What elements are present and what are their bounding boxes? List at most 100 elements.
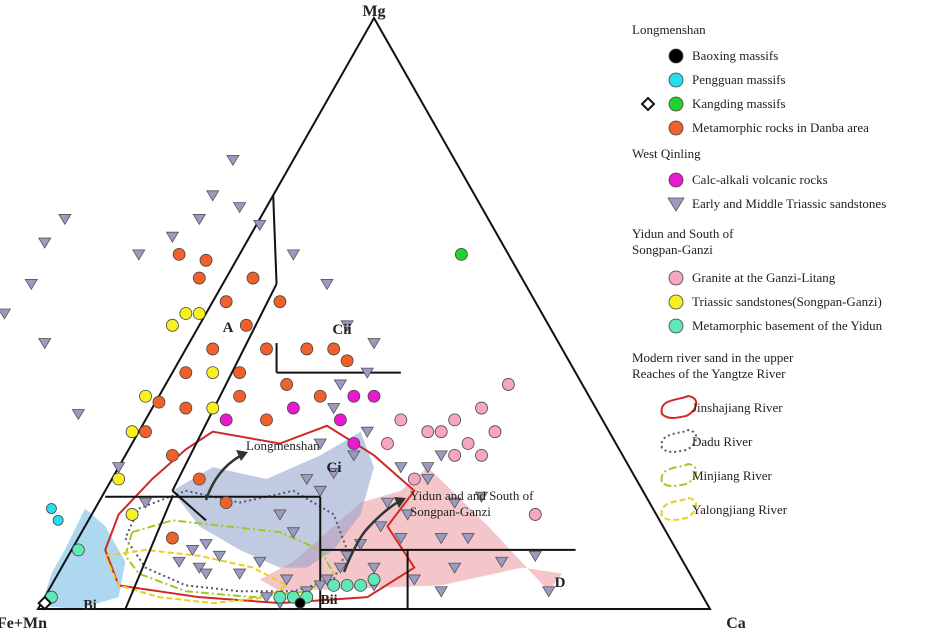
triangle-point — [313, 438, 327, 450]
orange-circle-point — [179, 366, 193, 380]
orange-circle-point — [192, 271, 206, 285]
boundary-line — [171, 283, 278, 492]
teal-circle-point — [273, 590, 287, 604]
boundary-line — [272, 195, 278, 284]
field-pengguan — [41, 508, 126, 609]
region-label-d: D — [555, 575, 566, 591]
orange-circle-point — [192, 472, 206, 486]
triangle-point — [192, 562, 206, 574]
vertex-label-top: Mg — [362, 3, 385, 20]
triangle-point — [58, 214, 72, 226]
triangle-point — [421, 474, 435, 486]
triangle-point — [259, 592, 274, 604]
legend-item-label: Early and Middle Triassic sandstones — [692, 196, 886, 211]
legend-item-label: Baoxing massifs — [692, 48, 778, 63]
orange-circle-point — [300, 342, 314, 356]
triangle-point — [232, 568, 247, 580]
legend-circle-marker — [668, 294, 684, 310]
triangle-point — [394, 462, 408, 474]
triangle-point — [326, 468, 341, 480]
legend-item-label: Metamorphic basement of the Yidun — [692, 318, 883, 333]
triangle-point — [407, 574, 422, 586]
triangle-point — [253, 219, 267, 232]
magenta-circle-point — [286, 401, 300, 415]
orange-circle-point — [260, 342, 273, 356]
triangle-point — [71, 409, 86, 421]
triangle-point — [333, 562, 348, 574]
legend-circle-marker — [668, 72, 684, 88]
yellow-circle-point — [179, 307, 193, 320]
triangle-point — [165, 231, 180, 243]
region-label-bi: Bi — [83, 598, 96, 613]
orange-circle-point — [165, 531, 179, 545]
legend-open-diamond-marker — [640, 96, 656, 112]
yellow-circle-point — [192, 307, 206, 320]
orange-circle-point — [340, 354, 354, 368]
magenta-circle-point — [333, 413, 347, 427]
orange-circle-point — [152, 395, 166, 409]
triangle-point — [333, 379, 348, 391]
triangle-point — [367, 338, 381, 350]
orange-circle-point — [139, 425, 152, 439]
legend-item-label: Pengguan massifs — [692, 72, 786, 87]
legend-item-label: Triassic sandstones(Songpan-Ganzi) — [692, 294, 882, 309]
orange-circle-point — [327, 342, 341, 356]
magenta-circle-point — [347, 437, 361, 450]
river-outline-jinshajiang — [104, 424, 416, 605]
open-diamond-point — [37, 595, 53, 611]
annotation-label-line-2: Songpan-Ganzi — [410, 504, 491, 519]
triangle-frame — [36, 15, 712, 610]
orange-circle-point — [246, 271, 260, 285]
triangle-point — [38, 338, 52, 350]
pink-circle-point — [434, 425, 448, 439]
pink-circle-point — [461, 437, 475, 450]
triangle-point — [185, 545, 200, 557]
magenta-circle-point — [219, 413, 233, 427]
orange-circle-point — [172, 247, 186, 261]
triangle-point — [434, 586, 448, 598]
cyan-circle-point — [46, 503, 57, 514]
triangle-point — [421, 462, 435, 474]
triangle-point — [434, 450, 448, 462]
triangle-point — [226, 154, 240, 167]
triangle-point — [367, 562, 381, 574]
triangle-point — [347, 450, 361, 462]
field-yidun-songpan — [259, 467, 563, 592]
legend-group-title: West Qinling — [632, 146, 701, 161]
field-longmenshan — [172, 431, 374, 568]
river-outline-minjiang — [124, 519, 336, 599]
black-circle-point — [294, 597, 306, 609]
yellow-circle-point — [206, 401, 220, 415]
annotation-label-line-1: Yidun and and South of — [410, 488, 534, 503]
orange-circle-point — [233, 366, 247, 380]
river-outline-yalongjiang — [103, 548, 289, 605]
magenta-circle-point — [347, 389, 361, 403]
data-points — [0, 154, 556, 611]
triangle-point — [313, 580, 327, 592]
yellow-circle-point — [206, 366, 220, 380]
magenta-circle-point — [367, 389, 381, 403]
legend-outline-marker — [660, 394, 698, 419]
triangle-point — [38, 237, 52, 249]
orange-circle-point — [165, 448, 179, 462]
cyan-circle-point — [52, 514, 64, 526]
legend-outline-marker — [660, 496, 698, 521]
triangle-point — [206, 190, 220, 202]
legend-circle-marker — [668, 270, 684, 286]
yellow-circle-point — [125, 508, 139, 521]
legend-item-label: Jinshajiang River — [692, 400, 783, 415]
triangle-point — [253, 556, 267, 568]
triangle-point — [273, 509, 287, 521]
region-label-bii: Bii — [320, 593, 337, 608]
triangle-point — [286, 527, 301, 539]
annotation-arrow-head — [236, 450, 248, 461]
annotation-label: Yidun and and South of Songpan-Ganzi — [410, 488, 537, 519]
triangle-point — [434, 533, 448, 545]
legend-triangle-marker — [667, 197, 685, 212]
annotation-label: Longmenshan — [246, 438, 320, 453]
triangle-point — [320, 574, 334, 586]
orange-circle-point — [219, 295, 233, 309]
triangle-point — [279, 574, 294, 586]
